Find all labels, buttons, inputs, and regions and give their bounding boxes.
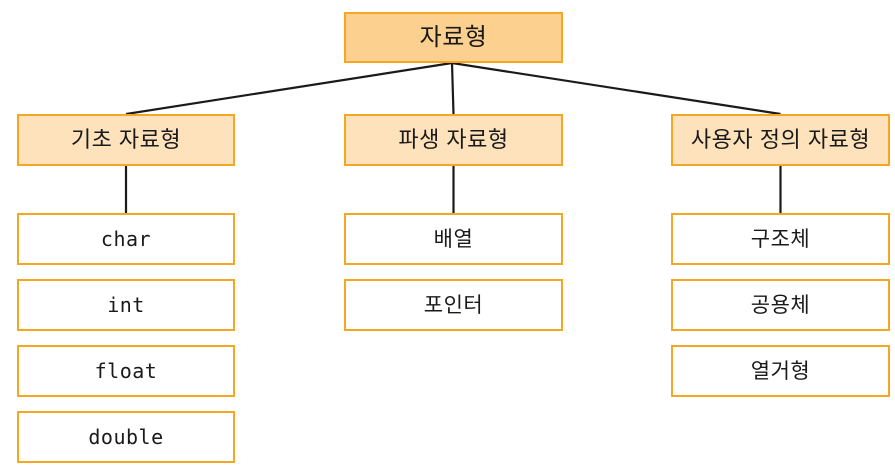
node-leaf-pointer: 포인터 — [344, 279, 563, 331]
node-leaf-union: 공용체 — [671, 279, 890, 331]
node-root-datatype: 자료형 — [344, 12, 563, 63]
node-branch-primitive: 기초 자료형 — [17, 114, 235, 166]
edge-root-to-branch-0 — [125, 61, 453, 116]
edge-root-to-branch-2 — [451, 61, 781, 116]
node-leaf-array: 배열 — [344, 213, 563, 265]
node-leaf-enum: 열거형 — [671, 345, 890, 397]
edge-root-to-branch-1 — [450, 62, 455, 115]
node-branch-userdefined: 사용자 정의 자료형 — [671, 114, 890, 166]
node-leaf-double: double — [17, 411, 235, 463]
node-leaf-float: float — [17, 345, 235, 397]
node-leaf-char: char — [17, 213, 235, 265]
node-branch-derived: 파생 자료형 — [344, 114, 563, 166]
node-leaf-struct: 구조체 — [671, 213, 890, 265]
node-leaf-int: int — [17, 279, 235, 331]
